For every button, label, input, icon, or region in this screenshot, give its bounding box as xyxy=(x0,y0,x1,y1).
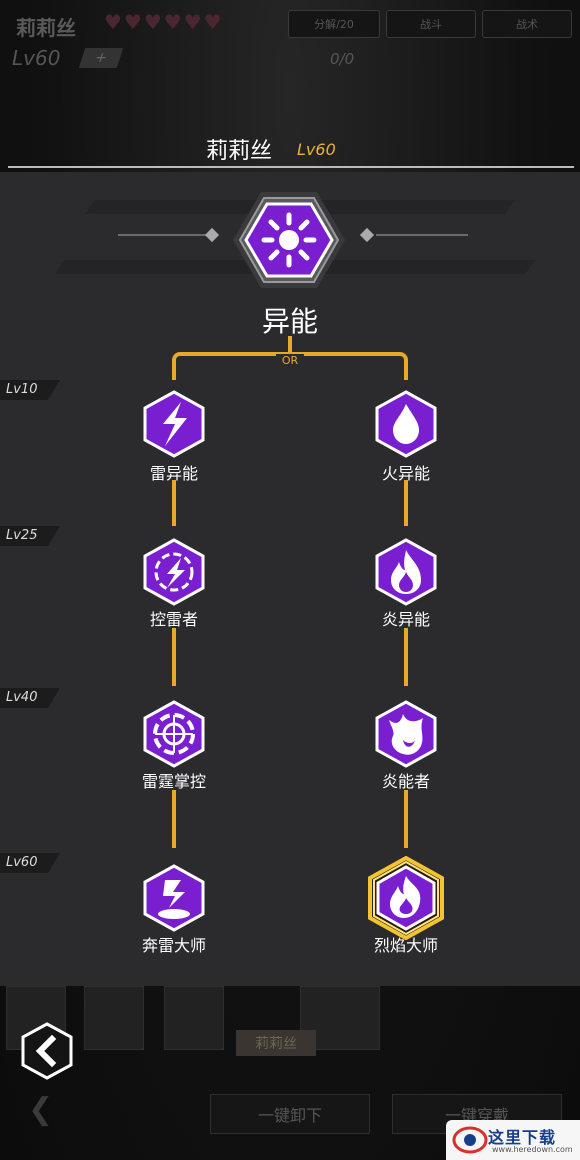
skill-label: 控雷者 xyxy=(149,610,198,629)
bg-battle-button: 战斗 xyxy=(386,10,476,38)
skill-tree-panel xyxy=(0,172,580,986)
header-divider xyxy=(8,166,574,168)
bg-card xyxy=(84,986,144,1050)
bg-unequip-all-button: 一键卸下 xyxy=(210,1094,370,1134)
bg-plus-badge: + xyxy=(78,48,124,68)
level-tag: Lv25 xyxy=(0,526,60,546)
branch-link xyxy=(172,480,176,526)
or-label: OR xyxy=(276,354,304,367)
bg-tactics-button: 战术 xyxy=(482,10,572,38)
bg-level: Lv60 xyxy=(12,46,61,70)
branch-link xyxy=(172,628,176,686)
skill-label: 雷异能 xyxy=(149,464,198,483)
sun-icon xyxy=(233,192,345,288)
bg-decompose-button: 分解/20 xyxy=(288,10,380,38)
flame-icon xyxy=(375,538,437,606)
skill-node-fire-power[interactable] xyxy=(373,390,439,458)
site-watermark: 这里下载 www.heredown.com xyxy=(446,1120,580,1160)
skill-node-flame-power[interactable] xyxy=(373,538,439,606)
hub-line-left xyxy=(118,234,206,236)
bg-chevron-left-icon: ❮ xyxy=(28,1092,54,1127)
lightning-orb-icon xyxy=(143,538,205,606)
skill-tree-header xyxy=(0,130,580,168)
hub-line-right xyxy=(376,234,468,236)
character-level: Lv60 xyxy=(297,140,336,159)
bg-affection-hearts: ♥♥♥♥♥♥ xyxy=(104,10,224,34)
skill-node-flame-wielder[interactable] xyxy=(373,700,439,768)
level-tag-label: Lv25 xyxy=(6,528,38,543)
skill-node-storm-master[interactable] xyxy=(141,864,207,932)
branch-link xyxy=(404,790,408,848)
firebird-icon xyxy=(375,700,437,768)
watermark-logo-icon xyxy=(452,1126,488,1154)
or-connector-stem xyxy=(288,336,292,354)
skill-node-thunder-power[interactable] xyxy=(141,390,207,458)
level-tag-label: Lv10 xyxy=(6,382,38,397)
skill-label: 炎能者 xyxy=(381,772,430,791)
bg-character-name: 莉莉丝 xyxy=(16,16,76,40)
watermark-title: 这里下载 xyxy=(488,1128,557,1147)
character-name: 莉莉丝 xyxy=(206,139,273,164)
bg-selected-name: 莉莉丝 xyxy=(236,1030,316,1056)
level-tag: Lv10 xyxy=(0,380,60,400)
skill-label: 雷霆掌控 xyxy=(141,772,206,791)
watermark-url: www.heredown.com xyxy=(492,1145,573,1154)
skill-label: 炎异能 xyxy=(381,610,430,629)
flame-drop-icon xyxy=(375,390,437,458)
skill-label: 奔雷大师 xyxy=(141,936,206,955)
bg-card xyxy=(164,986,224,1050)
level-tag: Lv40 xyxy=(0,688,60,708)
level-tag: Lv60 xyxy=(0,853,60,873)
skill-label: 烈焰大师 xyxy=(373,936,438,955)
blaze-master-icon xyxy=(368,855,444,941)
shattered-sphere-icon xyxy=(143,700,205,768)
branch-link xyxy=(404,628,408,686)
root-skill-label: 异能 xyxy=(261,305,318,338)
level-tag-label: Lv40 xyxy=(6,690,38,705)
skill-node-blaze-master-selected[interactable] xyxy=(364,855,448,941)
skill-node-thunder-mastery[interactable] xyxy=(141,700,207,768)
skill-label: 火异能 xyxy=(381,464,430,483)
level-tag-label: Lv60 xyxy=(6,855,38,870)
storm-master-icon xyxy=(143,864,205,932)
root-skill-node[interactable] xyxy=(231,190,347,290)
branch-link xyxy=(172,790,176,848)
branch-link xyxy=(404,480,408,526)
back-button[interactable] xyxy=(20,1022,74,1080)
lightning-icon xyxy=(143,390,205,458)
chevron-left-icon xyxy=(21,1022,73,1080)
bg-exp-counter: 0/0 xyxy=(330,50,355,68)
skill-node-thunder-controller[interactable] xyxy=(141,538,207,606)
